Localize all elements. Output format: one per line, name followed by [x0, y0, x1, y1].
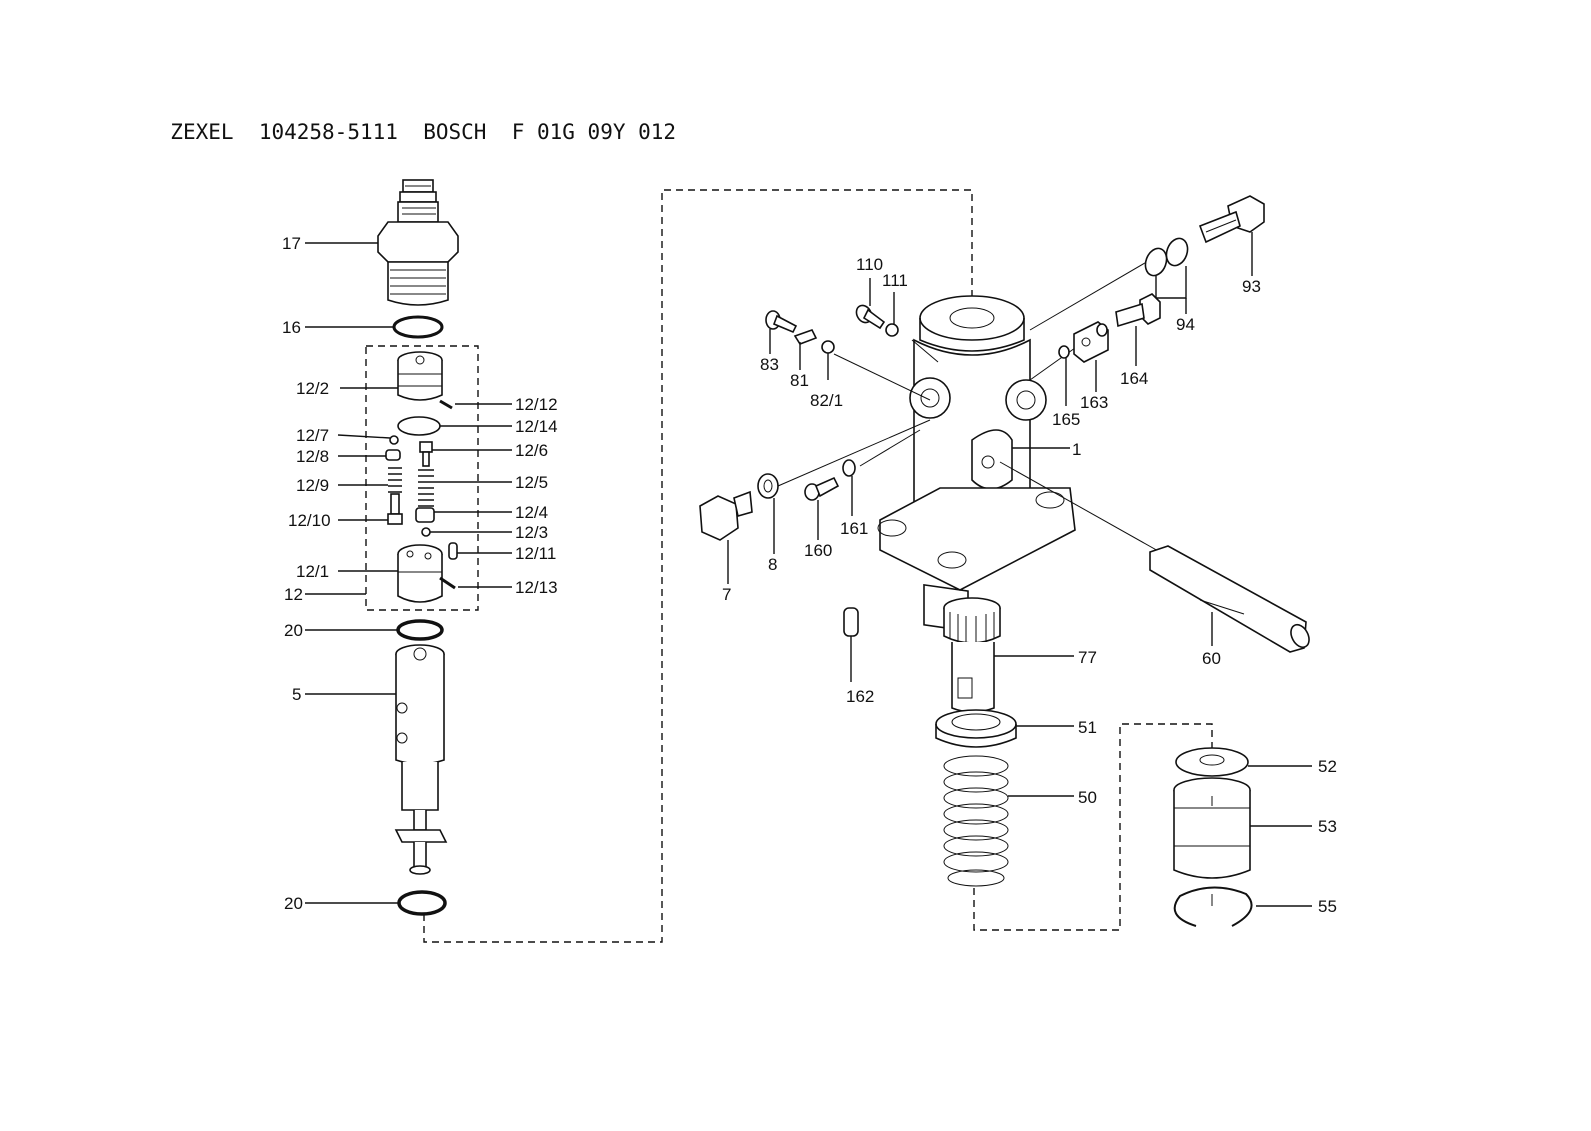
label-94: 94 [1176, 315, 1195, 334]
label-12-14: 12/14 [515, 417, 558, 436]
label-162: 162 [846, 687, 874, 706]
part-12-10-bolt [387, 493, 403, 525]
part-1-pump-housing [877, 295, 1076, 632]
label-20-upper: 20 [284, 621, 303, 640]
label-12-13: 12/13 [515, 578, 558, 597]
label-17: 17 [282, 234, 301, 253]
part-161-washer [842, 459, 856, 477]
part-82-1-washer [821, 340, 835, 354]
title-bosch-part-number: F 01G 09Y 012 [511, 120, 677, 144]
label-81: 81 [790, 371, 809, 390]
part-81-washer [793, 329, 818, 345]
part-162-key [843, 607, 859, 637]
label-161: 161 [840, 519, 868, 538]
part-12-4-seat [415, 507, 435, 523]
label-93: 93 [1242, 277, 1261, 296]
label-50: 50 [1078, 788, 1097, 807]
title-zexel-part-number: 104258-5111 [258, 120, 398, 144]
label-77: 77 [1078, 648, 1097, 667]
part-20-ring-lower [397, 890, 447, 916]
label-12-3: 12/3 [515, 523, 548, 542]
label-12-1: 12/1 [296, 562, 329, 581]
label-5: 5 [292, 685, 301, 704]
label-12-9: 12/9 [296, 476, 329, 495]
label-51: 51 [1078, 718, 1097, 737]
label-12-8: 12/8 [296, 447, 329, 466]
part-12-7-ball [389, 435, 399, 445]
label-20-lower: 20 [284, 894, 303, 913]
part-16-ring [392, 315, 444, 339]
label-53: 53 [1318, 817, 1337, 836]
label-83: 83 [760, 355, 779, 374]
label-12-7: 12/7 [296, 426, 329, 445]
part-111-washer [885, 323, 899, 337]
part-94-washer-a [1165, 237, 1189, 267]
part-52-lower-spring-seat [1175, 747, 1249, 777]
part-160-screw [804, 476, 840, 501]
label-12-2: 12/2 [296, 379, 329, 398]
part-51-spring-seat [935, 709, 1017, 748]
part-110-screw [855, 304, 886, 330]
part-77-control-sleeve [943, 597, 1001, 713]
part-12-6-valve [419, 441, 433, 467]
label-111: 111 [882, 271, 908, 290]
label-12: 12 [284, 585, 303, 604]
part-12-8-spring-seat [385, 449, 401, 461]
part-60-control-rod [1149, 545, 1310, 653]
part-94-washer-b [1144, 247, 1168, 277]
part-50-plunger-spring [943, 755, 1009, 887]
label-160: 160 [804, 541, 832, 560]
part-165-washer [1058, 345, 1070, 359]
title-brand-bosch: BOSCH [423, 120, 487, 144]
part-20-ring-upper [396, 619, 444, 641]
part-12-2-valve-seat [397, 351, 443, 401]
label-60: 60 [1202, 649, 1221, 668]
label-12-4: 12/4 [515, 503, 548, 522]
part-12-5-spring [418, 469, 434, 507]
part-5-plunger-barrel [394, 644, 448, 875]
part-53-tappet [1173, 777, 1251, 879]
part-12-group-box [365, 345, 479, 611]
label-16: 16 [282, 318, 301, 337]
part-12-3-ball [421, 527, 431, 537]
label-12-6: 12/6 [515, 441, 548, 460]
label-55: 55 [1318, 897, 1337, 916]
label-12-10: 12/10 [288, 511, 331, 530]
label-8: 8 [768, 555, 777, 574]
label-52: 52 [1318, 757, 1337, 776]
part-93-banjo-bolt [1198, 195, 1265, 244]
diagram-title: ZEXEL 104258-5111 BOSCH F 01G 09Y 012 [145, 96, 676, 144]
label-82-1: 82/1 [810, 391, 843, 410]
label-165: 165 [1052, 410, 1080, 429]
title-brand-zexel: ZEXEL [170, 120, 234, 144]
label-163: 163 [1080, 393, 1108, 412]
part-17-delivery-valve-holder [377, 179, 459, 306]
part-164-bolt [1115, 293, 1161, 328]
part-12-11-pin [448, 542, 458, 560]
label-7: 7 [722, 585, 731, 604]
part-55-snap-ring [1173, 886, 1253, 927]
label-1: 1 [1072, 440, 1081, 459]
part-7-plug [699, 490, 753, 541]
part-8-washer [757, 473, 779, 499]
label-12-12: 12/12 [515, 395, 558, 414]
part-12-1-valve-body [397, 544, 443, 603]
label-12-5: 12/5 [515, 473, 548, 492]
label-164: 164 [1120, 369, 1148, 388]
part-12-14-ring [397, 416, 441, 436]
label-110: 110 [856, 255, 883, 274]
part-83-screw [765, 310, 798, 334]
label-12-11: 12/11 [515, 544, 556, 563]
part-12-9-spring [388, 467, 402, 493]
